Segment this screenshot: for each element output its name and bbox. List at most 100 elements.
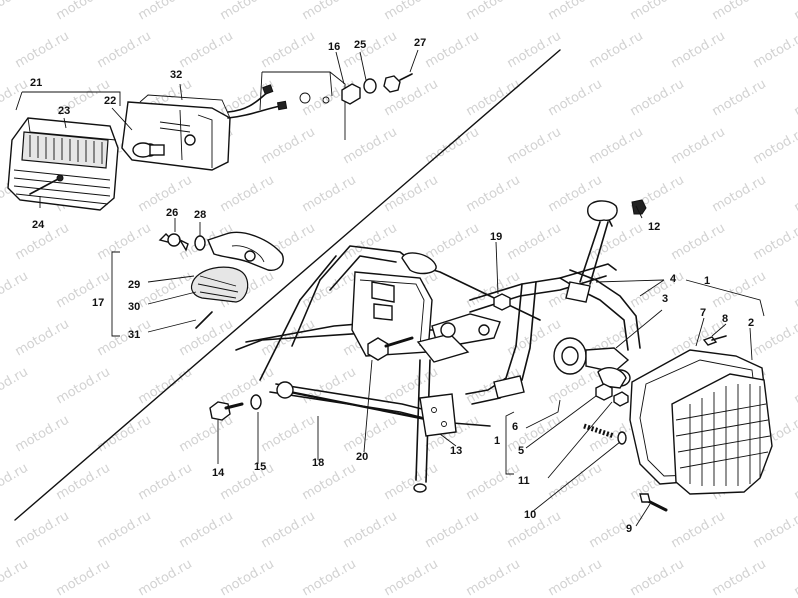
turn-signal-lens [190,266,249,303]
watermark-text: motod.ru [382,0,441,23]
label-28: 28 [194,209,206,221]
label-17: 17 [92,297,104,309]
watermark-text: motod.ru [259,509,318,552]
watermark-text: motod.ru [792,365,798,408]
watermark-text: motod.ru [628,557,687,598]
watermark-text: motod.ru [792,461,798,504]
watermark-text: motod.ru [0,269,31,312]
watermark-text: motod.ru [423,29,482,72]
label-1a: 1 [704,275,710,287]
watermark-text: motod.ru [177,29,236,72]
label-27: 27 [414,37,426,49]
watermark-text: motod.ru [95,221,154,264]
watermark-text: motod.ru [54,461,113,504]
watermark-text: motod.ru [505,29,564,72]
watermark-text: motod.ru [423,509,482,552]
watermark-text: motod.ru [628,269,687,312]
watermark-text: motod.ru [54,0,113,23]
watermark-text: motod.ru [587,509,646,552]
watermark-text: motod.ru [628,0,687,23]
screw-8 [702,335,727,346]
bolt-14 [209,401,244,421]
watermark-text: motod.ru [792,557,798,598]
watermark-text: motod.ru [546,461,605,504]
label-7: 7 [700,307,706,319]
watermark-text: motod.ru [505,125,564,168]
watermark-text: motod.ru [95,29,154,72]
watermark-text: motod.ru [464,77,523,120]
label-14: 14 [212,467,225,479]
label-25: 25 [354,39,366,51]
watermark-text: motod.ru [95,317,154,360]
label-9: 9 [626,523,632,535]
watermark-text: motod.ru [136,269,195,312]
watermark-text: motod.ru [259,413,318,456]
wing-nut [158,233,189,252]
watermark-text: motod.ru [136,365,195,408]
leader-lines [15,49,765,527]
label-18: 18 [312,457,324,469]
label-11: 11 [518,475,530,487]
watermark-text: motod.ru [669,29,728,72]
watermark-text: motod.ru [382,461,441,504]
frame-eye [276,381,294,399]
watermark-text: motod.ru [751,221,798,264]
watermark-text: motod.ru [0,365,31,408]
separator-line [14,49,561,521]
watermark-text: motod.ru [546,77,605,120]
watermark-text: motod.ru [13,317,72,360]
watermark-text: motod.ru [505,413,564,456]
watermark-text: motod.ru [218,77,277,120]
label-13: 13 [450,445,462,457]
watermark-text: motod.ru [341,29,400,72]
watermark-text: motod.ru [218,173,277,216]
tail-light-lens [7,117,119,211]
label-32: 32 [170,69,182,81]
watermark-text: motod.ru [751,317,798,360]
watermark-text: motod.ru [177,509,236,552]
turn-signal-assembly [111,231,284,337]
watermark-text: motod.ru [218,461,277,504]
label-10: 10 [524,509,536,521]
watermark-text: motod.ru [259,29,318,72]
bolt-20 [367,336,414,361]
headlamp-lens [671,373,773,495]
watermark-text: motod.ru [136,557,195,598]
label-15: 15 [254,461,266,473]
tail-light-bulb [132,142,165,158]
watermark-text: motod.ru [628,77,687,120]
watermark-text: motod.ru [218,365,277,408]
watermark-text: motod.ru [0,0,31,23]
nut-19 [493,293,511,311]
washer-28 [194,235,206,251]
watermark-text: motod.ru [464,0,523,23]
part-labels: 21 23 22 32 24 16 25 27 26 28 17 29 30 3… [30,37,754,535]
rear-bracket [259,71,346,140]
label-21: 21 [30,77,42,89]
watermark-text: motod.ru [751,29,798,72]
label-19: 19 [490,231,502,243]
headlight-frame [235,200,641,493]
label-26: 26 [166,207,178,219]
watermark-text: motod.ru [341,509,400,552]
watermark-text: motod.ru [95,413,154,456]
screw-9 [639,493,668,512]
label-12: 12 [648,221,660,233]
label-1b: 1 [494,435,500,447]
watermark-text: motod.ru [423,221,482,264]
watermark-text: motod.ru [54,557,113,598]
label-29: 29 [128,279,140,291]
watermark-text: motod.ru [464,557,523,598]
watermark-text: motod.ru [669,125,728,168]
label-23: 23 [58,105,70,117]
watermark-text: motod.ru [218,557,277,598]
label-5: 5 [518,445,524,457]
watermark-text: motod.ru [464,173,523,216]
watermark-text: motod.ru [341,413,400,456]
watermark-text: motod.ru [751,509,798,552]
watermark-text: motod.ru [13,29,72,72]
label-20: 20 [356,451,368,463]
label-6: 6 [512,421,518,433]
label-16: 16 [328,41,340,53]
